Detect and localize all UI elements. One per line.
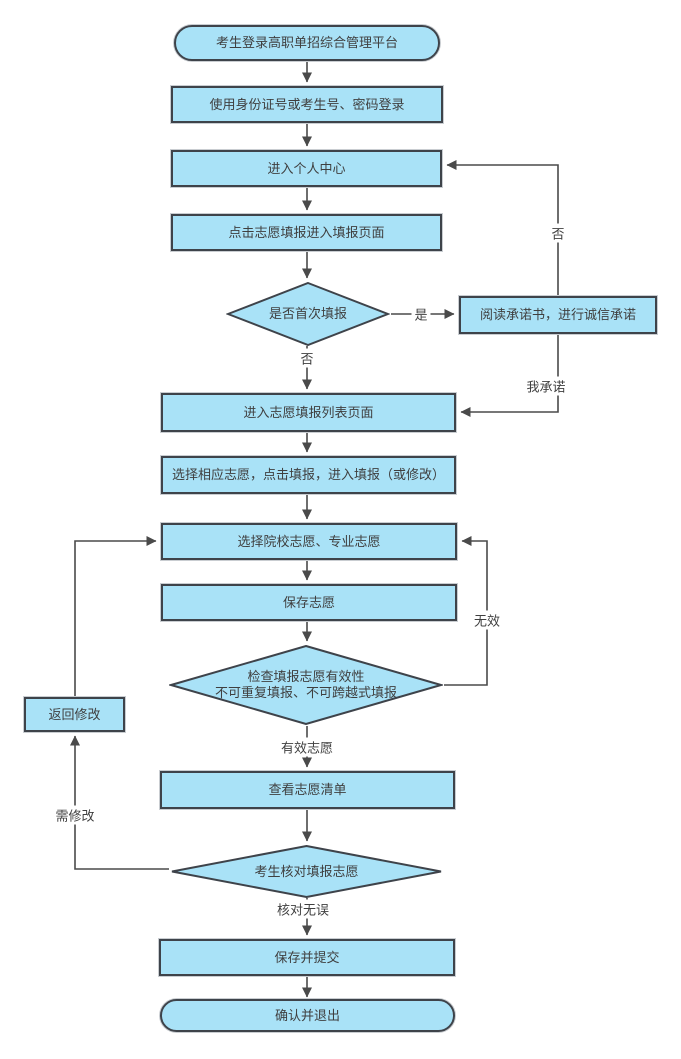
edge-read-promise-no-back [446, 160, 559, 296]
edge-label-yes: 是 [411, 304, 431, 324]
edge-label-invalid: 无效 [470, 610, 504, 630]
flow-node-personal-center: 进入个人中心 [171, 150, 442, 187]
flow-node-check-valid-line1: 检查填报志愿有效性 [247, 669, 365, 684]
flow-node-click-fill: 点击志愿填报进入填报页面 [171, 214, 442, 251]
flow-node-check-valid-line2: 不可重复填报、不可跨越式填报 [214, 685, 397, 700]
flow-node-list-page-label: 进入志愿填报列表页面 [243, 404, 374, 420]
edge-label-no-first: 否 [297, 348, 317, 368]
edge-label-valid: 有效志愿 [277, 737, 337, 757]
edge-read-promise-i-promise [460, 334, 559, 417]
flow-node-return-modify: 返回修改 [24, 697, 125, 732]
flow-node-select-enter-label: 选择相应志愿，点击填报，进入填报（或修改） [171, 467, 445, 482]
flow-node-verify: 考生核对填报志愿 [170, 845, 443, 898]
diamond-shape [171, 845, 442, 898]
edge-return-modify-select-college [74, 536, 157, 696]
edge-verify-need-modify [70, 735, 169, 870]
flow-node-read-promise: 阅读承诺书，进行诚信承诺 [459, 296, 657, 334]
flow-node-save-label: 保存志愿 [282, 594, 335, 610]
flow-node-start-label: 考生登录高职单招综合管理平台 [215, 35, 398, 50]
flow-node-check-valid: 检查填报志愿有效性 不可重复填报、不可跨越式填报 [169, 645, 443, 725]
flow-node-end-label: 确认并退出 [274, 1007, 340, 1023]
flow-node-select-college: 选择院校志愿、专业志愿 [161, 523, 457, 560]
flow-node-return-modify-label: 返回修改 [48, 706, 101, 722]
edge-label-verified: 核对无误 [273, 899, 333, 919]
flow-node-first-time: 是否首次填报 [226, 282, 390, 346]
flow-node-select-college-label: 选择院校志愿、专业志愿 [237, 533, 381, 549]
flow-node-submit: 保存并提交 [159, 939, 455, 976]
flow-node-select-enter: 选择相应志愿，点击填报，进入填报（或修改） [161, 456, 456, 494]
flow-node-list-page: 进入志愿填报列表页面 [161, 393, 456, 432]
edge-label-need-modify: 需修改 [52, 805, 98, 825]
flow-node-end: 确认并退出 [160, 999, 455, 1032]
flow-node-login: 使用身份证号或考生号、密码登录 [171, 86, 443, 123]
flow-node-submit-label: 保存并提交 [274, 949, 340, 965]
diamond-shape [169, 645, 443, 725]
flow-node-view-list: 查看志愿清单 [160, 771, 455, 809]
flow-node-verify-label: 考生核对填报志愿 [254, 863, 359, 879]
flow-node-read-promise-label: 阅读承诺书，进行诚信承诺 [479, 307, 636, 322]
flow-node-login-label: 使用身份证号或考生号、密码登录 [209, 96, 405, 112]
flow-node-first-time-label: 是否首次填报 [268, 306, 347, 321]
flow-node-personal-center-label: 进入个人中心 [267, 160, 346, 176]
flow-node-view-list-label: 查看志愿清单 [268, 782, 347, 797]
flow-node-click-fill-label: 点击志愿填报进入填报页面 [228, 224, 385, 240]
diamond-shape [226, 282, 390, 346]
edge-label-no-promise: 否 [548, 223, 568, 243]
flow-node-start: 考生登录高职单招综合管理平台 [174, 25, 440, 61]
edge-label-i-promise: 我承诺 [523, 376, 569, 396]
flow-node-save: 保存志愿 [161, 584, 457, 621]
